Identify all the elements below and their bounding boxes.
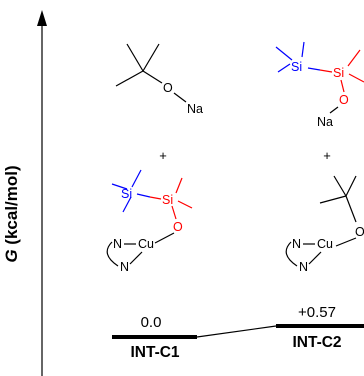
svg-text:Na: Na bbox=[317, 115, 333, 129]
svg-text:O: O bbox=[173, 220, 183, 234]
plus-sign-1: + bbox=[159, 148, 167, 163]
disilanolate-copper-complex: Si Si O Cu N N bbox=[106, 169, 193, 274]
svg-text:Si: Si bbox=[333, 66, 344, 80]
energy-value-int-c2: +0.57 bbox=[298, 304, 336, 321]
energy-value-int-c1: 0.0 bbox=[141, 314, 162, 331]
state-label-int-c2: INT-C2 bbox=[292, 334, 341, 351]
svg-text:Si: Si bbox=[291, 60, 302, 74]
y-axis-arrowhead bbox=[37, 10, 47, 26]
svg-text:O: O bbox=[355, 225, 364, 239]
sodium-tert-butoxide: O Na bbox=[115, 43, 203, 116]
sodium-disilanolate: Si Si O Na bbox=[275, 41, 364, 129]
tert-butoxide-copper-complex: O Cu N N bbox=[285, 175, 364, 274]
svg-text:O: O bbox=[163, 81, 173, 95]
y-axis-label: G (kcal/mol) bbox=[2, 165, 21, 262]
svg-text:Cu: Cu bbox=[138, 237, 154, 251]
svg-text:N: N bbox=[113, 237, 122, 251]
svg-text:N: N bbox=[299, 260, 308, 274]
svg-text:Na: Na bbox=[187, 102, 203, 116]
plus-sign-2: + bbox=[323, 148, 331, 163]
svg-text:Si: Si bbox=[162, 193, 173, 207]
connector-line bbox=[196, 325, 277, 338]
svg-text:Cu: Cu bbox=[317, 237, 333, 251]
svg-text:O: O bbox=[339, 93, 349, 107]
svg-text:N: N bbox=[120, 260, 129, 274]
state-label-int-c1: INT-C1 bbox=[130, 344, 179, 361]
svg-text:N: N bbox=[292, 237, 301, 251]
svg-text:Si: Si bbox=[121, 187, 132, 201]
